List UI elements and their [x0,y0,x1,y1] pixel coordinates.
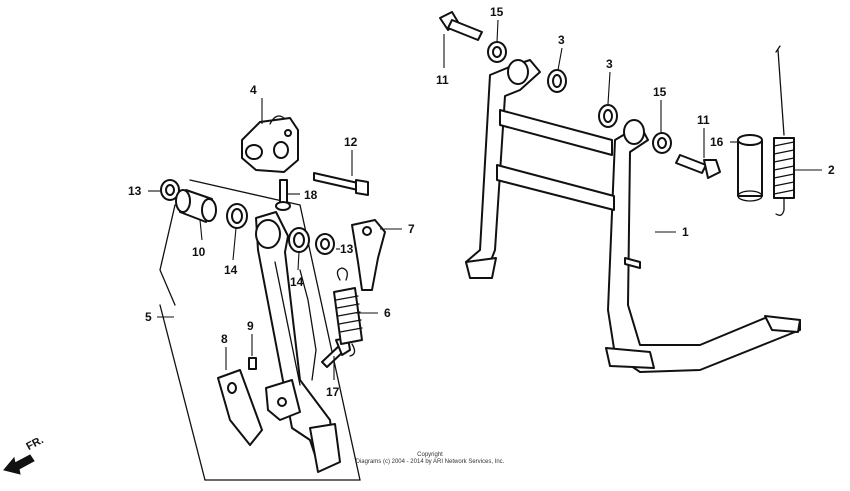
callout-3-right: 3 [606,57,613,71]
copyright-notice: Copyright Diagrams (c) 2004 - 2014 by AR… [330,452,530,466]
callout-11-top: 11 [436,73,449,87]
side-stand-assembly-outline [159,179,361,481]
part-15-washer-right [652,132,672,154]
leader-lines [148,19,822,380]
part-10-collar [175,189,217,223]
part-16-sleeve [737,134,763,202]
callout-15-right: 15 [653,85,667,99]
callout-10: 10 [192,245,206,259]
callout-8: 8 [221,332,228,346]
part-8-rubber-pad [217,369,263,446]
callout-15-top: 15 [490,5,504,19]
callout-14-right: 14 [290,275,304,289]
callout-16: 16 [710,135,724,149]
callout-18: 18 [304,188,318,202]
part-4-bracket [241,115,299,173]
callout-9: 9 [247,319,254,333]
part-15-washer-top [487,41,507,63]
part-13-washer-left [160,179,180,201]
callout-7: 7 [408,222,415,236]
part-3-collar-left [547,69,567,93]
callout-17: 17 [326,385,340,399]
part-9-pin [248,357,257,370]
part-11-bolt-right [675,154,721,179]
callout-12: 12 [344,135,358,149]
callout-13-left: 13 [128,184,142,198]
callout-4: 4 [250,83,257,97]
copyright-text: Diagrams (c) 2004 - 2014 by ARI Network … [355,459,505,465]
callout-1: 1 [682,225,689,239]
stand-foot-bracket [265,379,301,421]
part-6-spring [299,267,363,381]
part-2-spring [773,45,795,216]
copyright-title: Copyright [417,452,443,458]
part-1-main-stand [465,59,801,373]
part-12-pivot-bolt [313,172,369,196]
part-7-plate [351,219,386,291]
part-11-bolt-top [439,11,483,41]
callout-14-left: 14 [224,263,238,277]
part-14-bushing-right [288,227,310,253]
part-18-bolt [275,179,291,211]
callout-6: 6 [384,306,391,320]
part-14-bushing-left [226,203,248,229]
part-13-washer-right [315,233,335,255]
front-direction-arrow-icon [3,454,35,475]
callout-2: 2 [828,163,835,177]
callout-11-right: 11 [697,113,710,127]
callout-13-right: 13 [340,242,354,256]
part-3-collar-right [598,104,618,128]
callout-5: 5 [145,310,152,324]
callout-3-left: 3 [558,33,565,47]
